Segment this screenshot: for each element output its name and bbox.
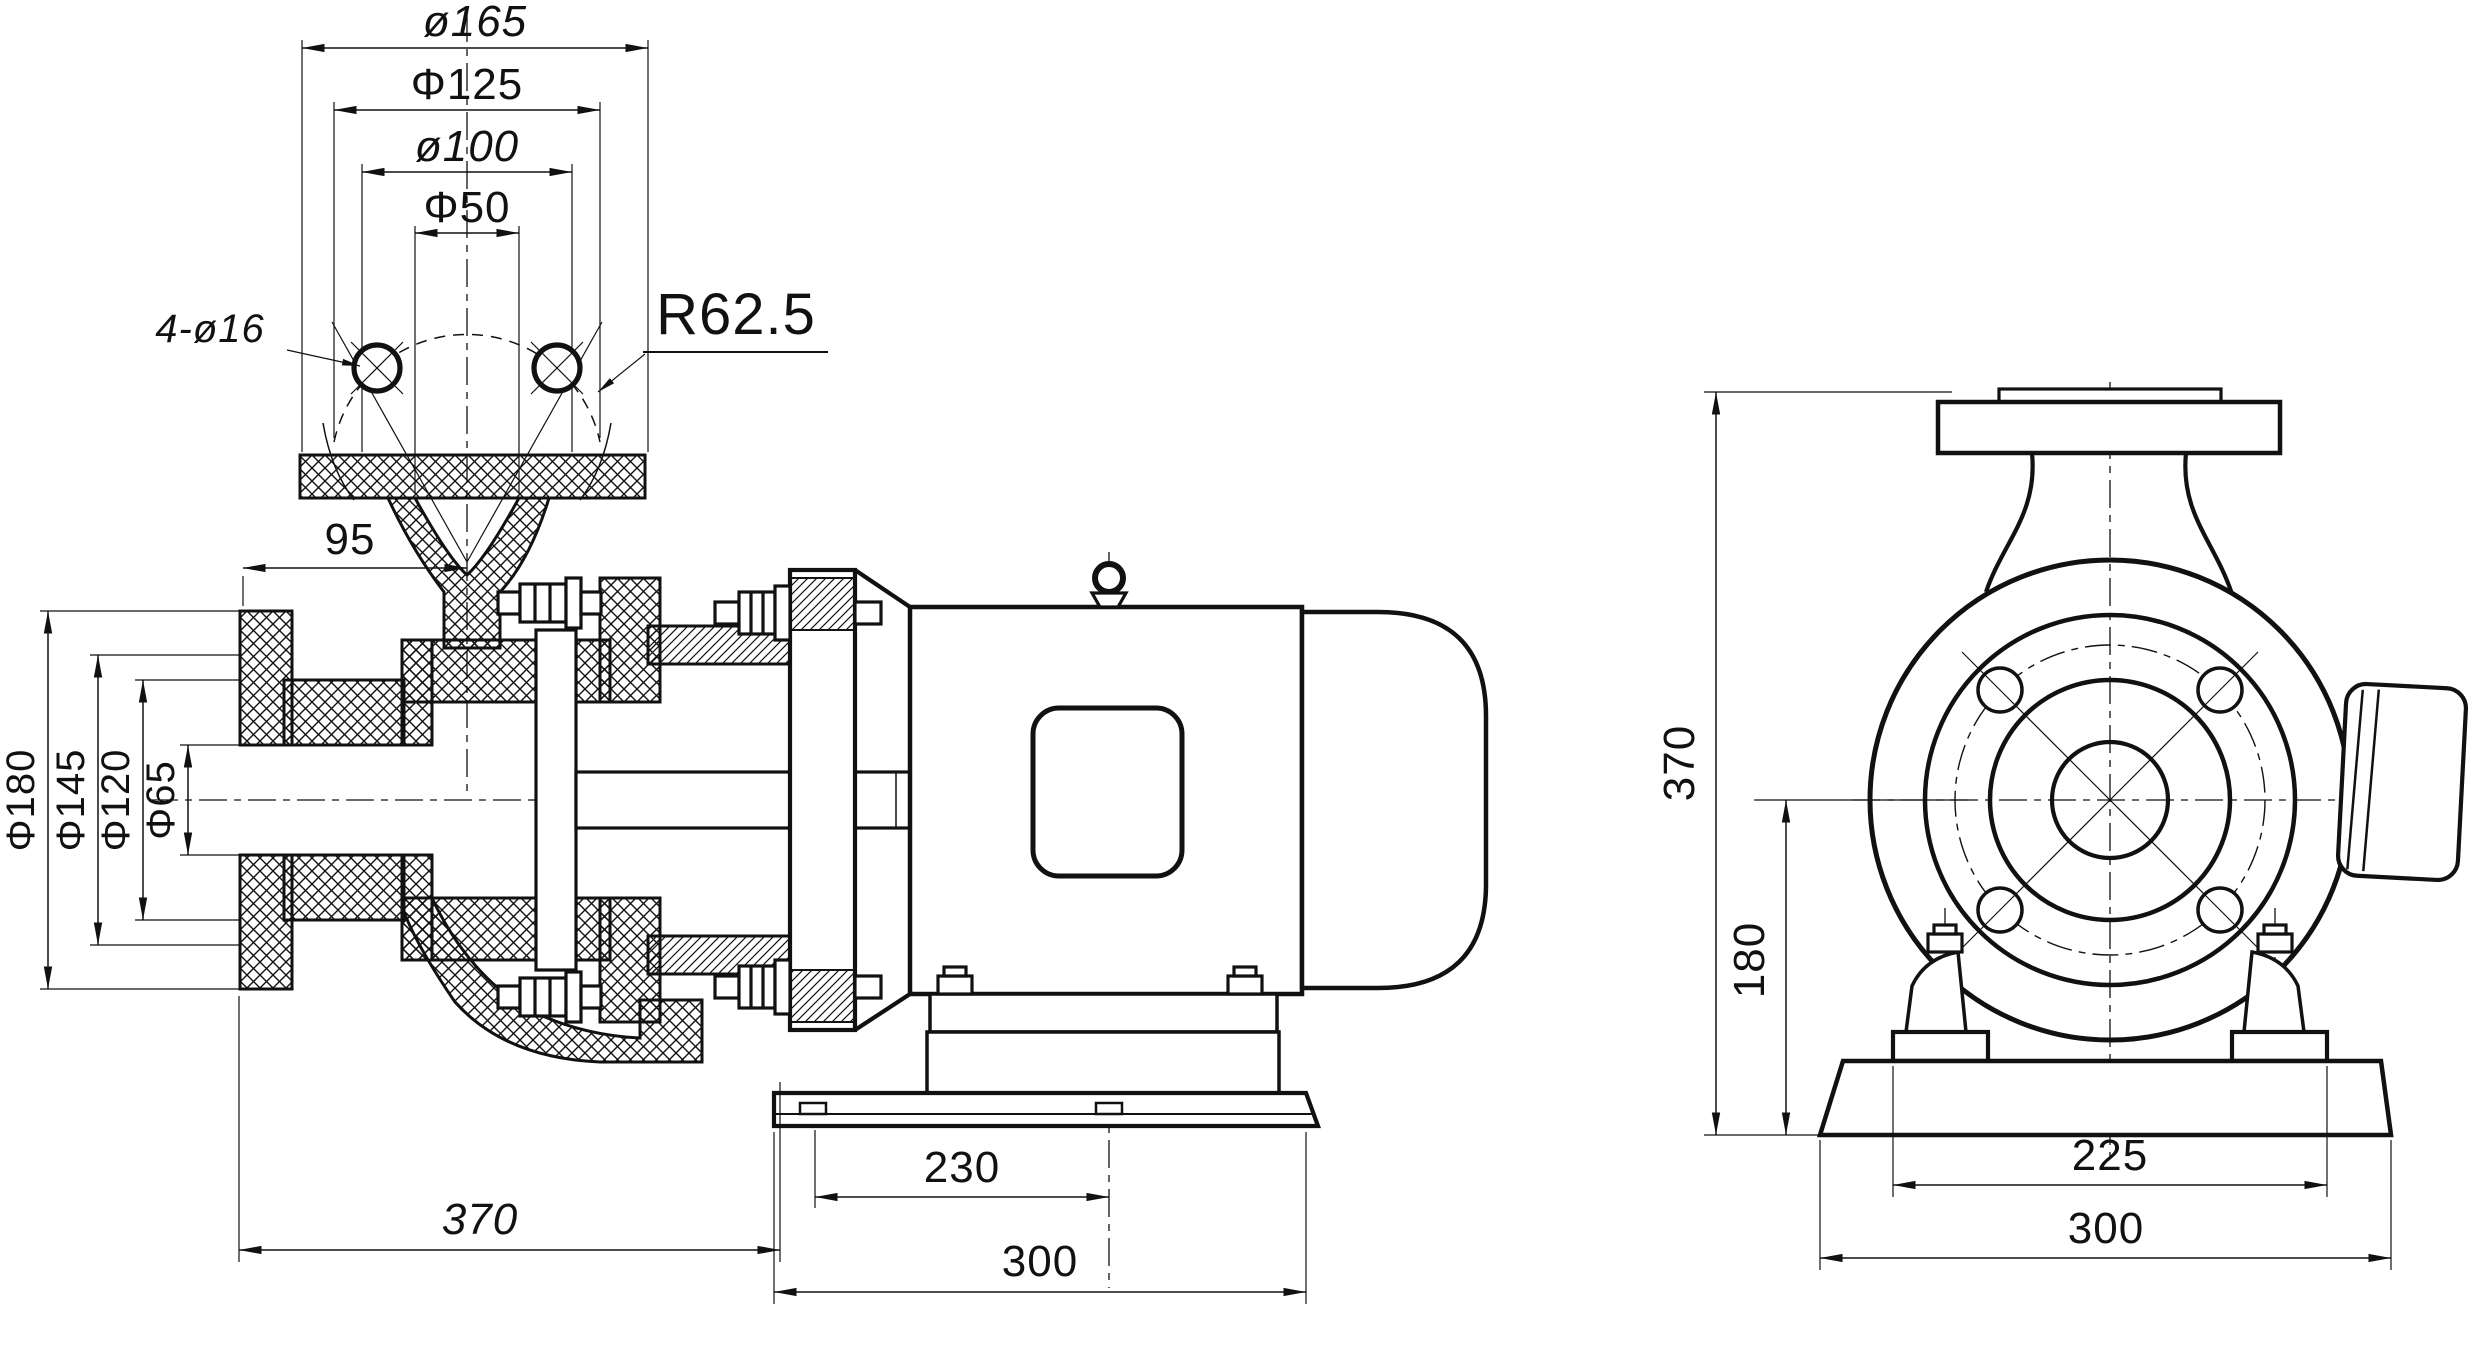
motor-pedestal — [925, 1030, 1281, 1095]
dim-suction-flange-od: Φ180 — [0, 749, 43, 852]
bolt-holes-leader — [286, 349, 361, 367]
support-brace-right — [2242, 949, 2306, 1034]
suction-pipe-wall-top — [282, 678, 406, 747]
motor-bell-top — [853, 568, 912, 609]
suction-extension-lines — [40, 610, 240, 990]
suction-flange-upper — [238, 609, 294, 747]
section-view: ø165 Φ125 ø100 Φ50 4-ø16 R62.5 — [0, 0, 1489, 1304]
baseplate-section — [771, 1090, 1321, 1129]
top-extension-lines — [301, 40, 649, 494]
dim-volute-radius: R62.5 — [656, 282, 816, 347]
terminal-box — [2335, 681, 2469, 883]
radius-leader — [597, 353, 646, 393]
suction-pipe-wall-bottom — [282, 853, 406, 922]
lifting-eyebolt — [1092, 561, 1126, 595]
end-baseplate — [1816, 1058, 2394, 1138]
motor-end-cap — [1299, 609, 1489, 991]
casing-inner-circle — [1987, 677, 2233, 923]
bolt-hole-cross-ticks — [350, 341, 584, 395]
shaft-hub-circle — [2049, 739, 2171, 861]
casing-stud-bolt-top — [496, 576, 603, 630]
flange-stud-bolt-bottom — [713, 958, 883, 1016]
pump-shaft — [574, 770, 912, 830]
discharge-funnel-walls — [385, 496, 552, 650]
discharge-flange-section — [298, 453, 647, 500]
top-dimension-lines — [302, 43, 648, 238]
flange-plate-hatch-bottom — [789, 969, 856, 1023]
motor-flange-plate — [787, 567, 858, 1033]
dim-overall-height: 370 — [1655, 725, 1704, 801]
pump-casing-section — [238, 453, 704, 1064]
dim-foot-span: 225 — [2072, 1131, 2148, 1180]
anchor-pad-left — [798, 1101, 828, 1116]
dim-discharge-flange-od: ø165 — [423, 0, 527, 46]
dim-suction-bore: Φ65 — [139, 760, 183, 839]
end-discharge-flange — [1935, 399, 2283, 456]
eyebolt-base — [1089, 591, 1129, 609]
end-view: 370 180 225 300 — [1655, 382, 2469, 1270]
support-pad-right — [2229, 1029, 2330, 1064]
dim-discharge-raised-face: ø100 — [415, 122, 519, 171]
dim-branch-offset: 95 — [325, 515, 376, 564]
volute-lower-shell — [402, 896, 704, 1064]
dim-discharge-port: Φ50 — [423, 183, 510, 232]
casing-stud-bolt-bottom — [496, 970, 603, 1024]
end-neck-left — [1984, 452, 2035, 593]
adapter-wall-bottom — [646, 934, 792, 976]
motor-nameplate — [1030, 705, 1185, 879]
anchor-pad-right — [1094, 1101, 1124, 1116]
bolt-circle-arc — [333, 333, 601, 443]
dim-base-length: 300 — [1002, 1237, 1078, 1286]
support-brace-left — [1904, 949, 1968, 1034]
dim-suction-bolt-circle: Φ145 — [49, 749, 93, 852]
flange-stud-bolt-top — [713, 584, 883, 642]
dim-discharge-bolt-circle: Φ125 — [411, 60, 524, 109]
end-neck-right — [2183, 452, 2234, 595]
motor-bell-bottom — [853, 992, 912, 1032]
dim-base-width: 300 — [2068, 1204, 2144, 1253]
end-bolt-holes — [1976, 666, 2244, 934]
support-bolts — [1926, 923, 2294, 954]
impeller-backplate — [534, 628, 578, 972]
motor-foot-bolts — [936, 965, 1264, 996]
dim-flange-bolt-holes: 4-ø16 — [155, 307, 265, 351]
dim-motor-axis-offset: 230 — [924, 1143, 1000, 1192]
dim-overall-length: 370 — [442, 1195, 518, 1244]
motor-foot-plate — [928, 992, 1279, 1034]
flange-plate-hatch-top — [789, 577, 856, 631]
suction-dimension-lines — [43, 611, 193, 989]
support-pad-left — [1890, 1029, 1991, 1064]
dim-shaft-axis-height: 180 — [1725, 922, 1774, 998]
end-extension-lines — [1704, 391, 2392, 1270]
dim-suction-raised-face: Φ120 — [94, 749, 138, 852]
